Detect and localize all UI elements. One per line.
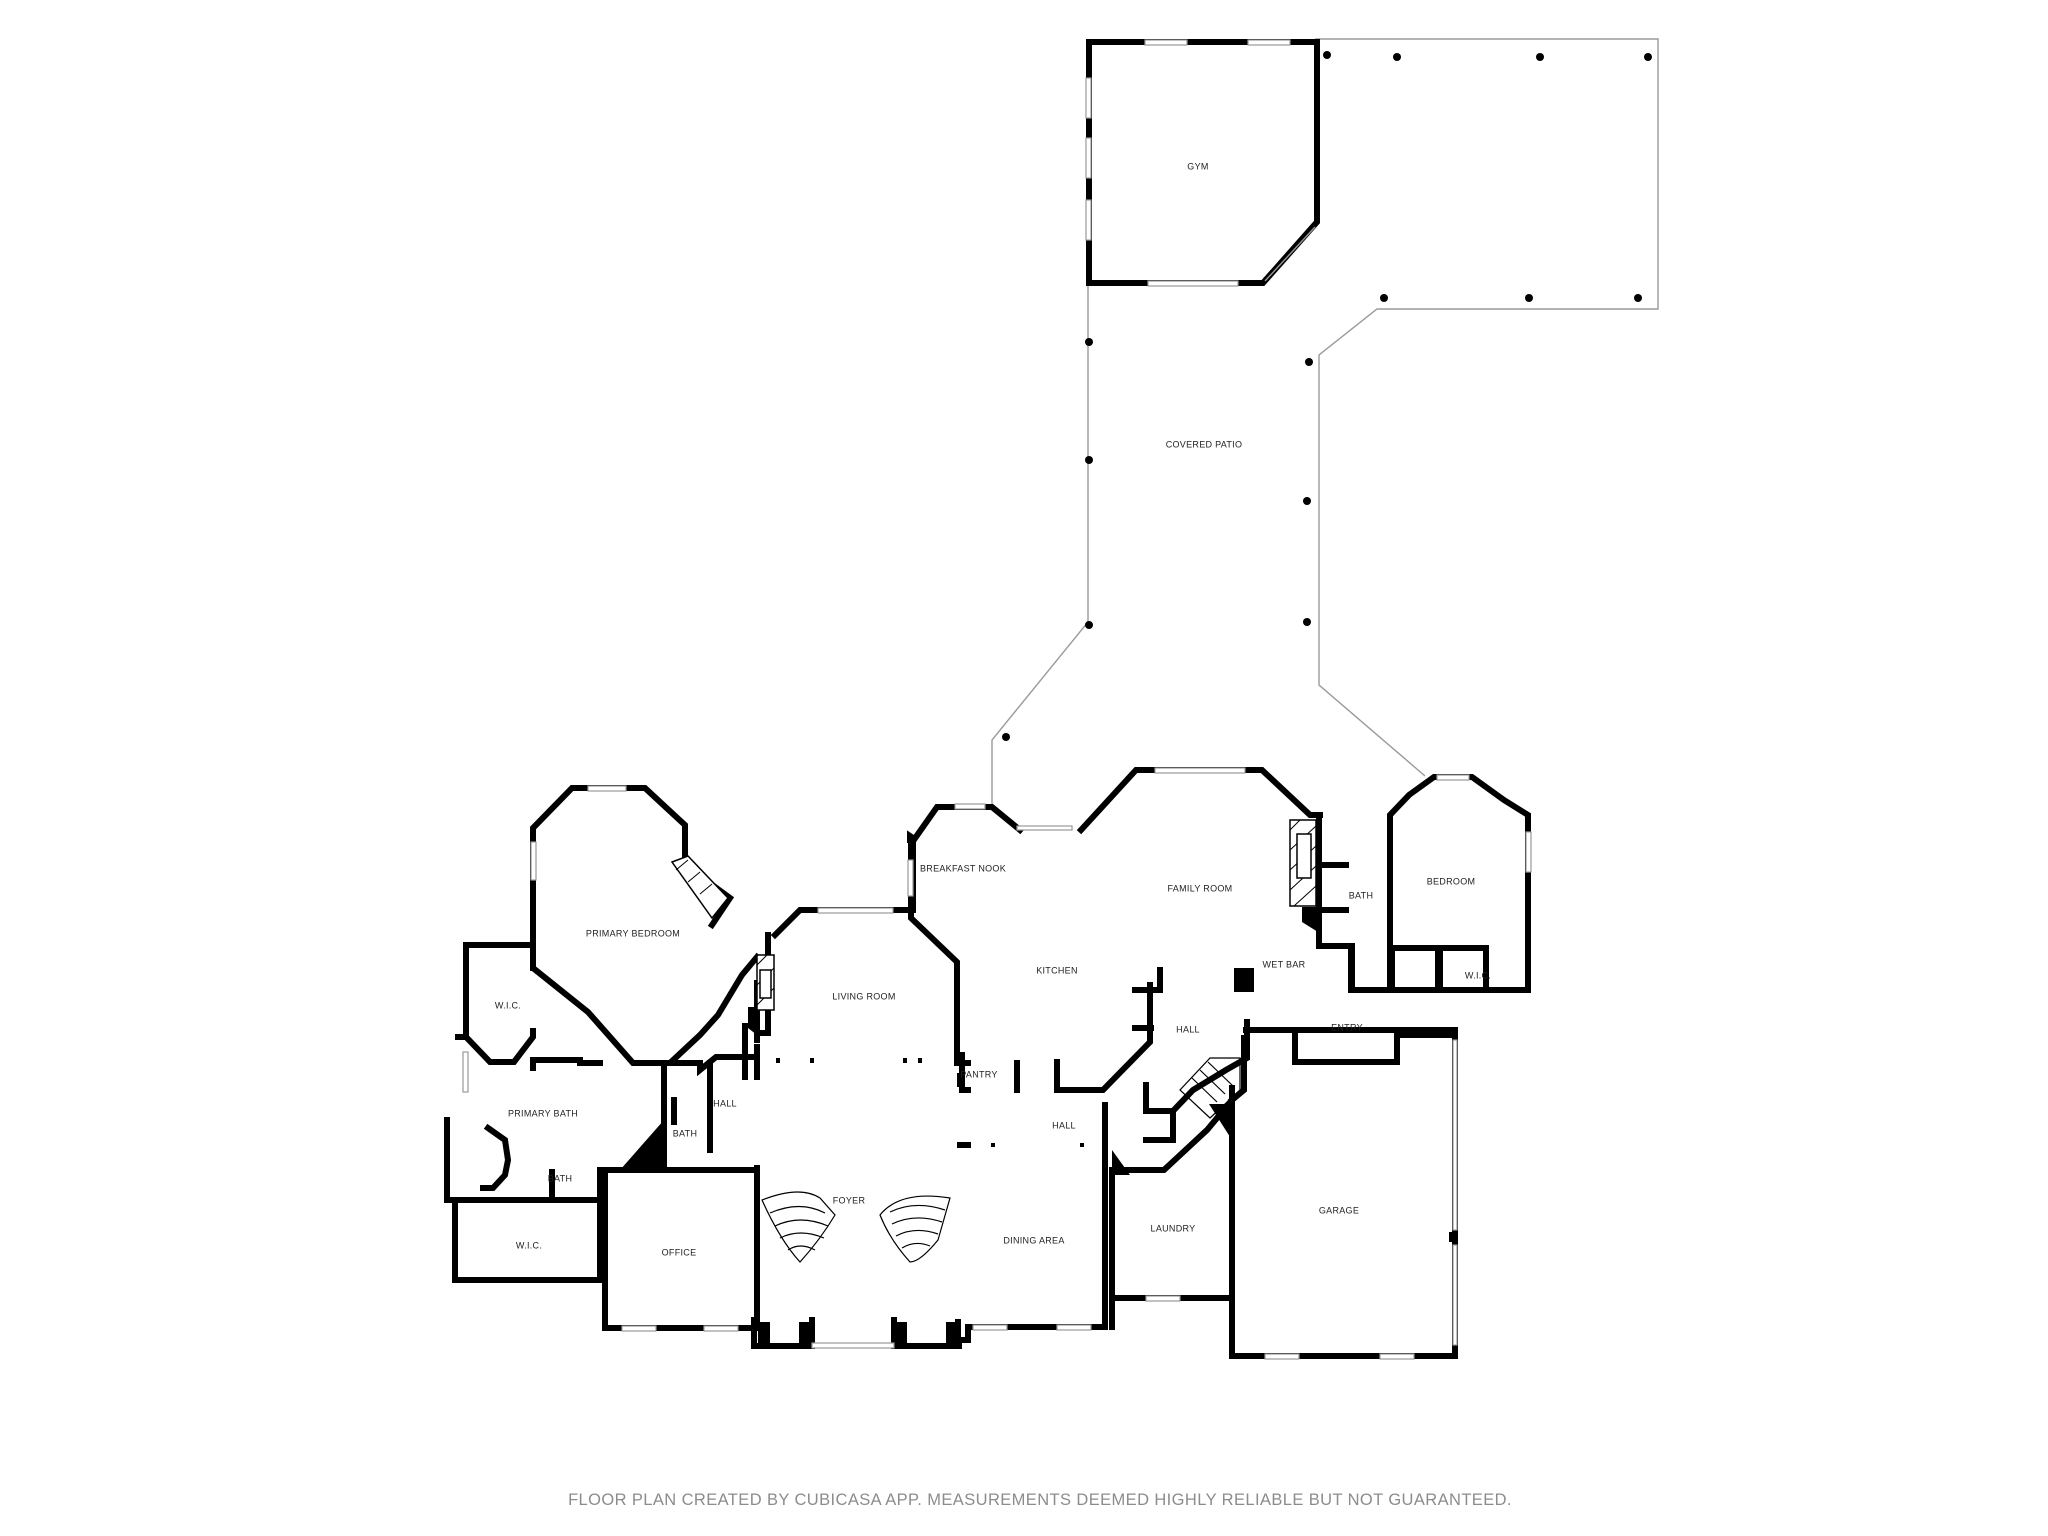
label-garage: GARAGE — [1319, 1205, 1359, 1215]
label-primary-bedroom: PRIMARY BEDROOM — [586, 928, 680, 938]
label-hall-right: HALL — [1176, 1024, 1200, 1034]
label-bath-left: BATH — [673, 1128, 698, 1138]
footer-credit: FLOOR PLAN CREATED BY CUBICASA APP. MEAS… — [568, 1491, 1512, 1509]
fireplaces — [670, 819, 1317, 1011]
label-primary-bath: PRIMARY BATH — [508, 1108, 578, 1118]
label-hall-center: HALL — [1052, 1120, 1076, 1130]
gym-walls — [1085, 39, 1320, 287]
label-bath-small: BATH — [548, 1173, 573, 1183]
patio-outline — [991, 38, 1659, 805]
columns — [776, 1058, 1084, 1147]
label-kitchen: KITCHEN — [1036, 965, 1078, 975]
label-hall-left: HALL — [713, 1098, 737, 1108]
label-foyer: FOYER — [833, 1195, 866, 1205]
label-dining-area: DINING AREA — [1003, 1235, 1064, 1245]
label-covered-patio: COVERED PATIO — [1166, 439, 1243, 449]
label-living-room: LIVING ROOM — [832, 991, 895, 1001]
label-office: OFFICE — [662, 1247, 697, 1257]
label-laundry: LAUNDRY — [1151, 1223, 1196, 1233]
windows — [462, 767, 1532, 1360]
label-breakfast-nook: BREAKFAST NOOK — [920, 863, 1006, 873]
label-bath-right: BATH — [1349, 890, 1374, 900]
label-entry: ENTRY — [1331, 1022, 1363, 1032]
label-pantry: PANTRY — [960, 1069, 997, 1079]
room-labels: GYM COVERED PATIO BREAKFAST NOOK FAMILY … — [495, 161, 1491, 1257]
label-family-room: FAMILY ROOM — [1168, 883, 1233, 893]
label-bedroom: BEDROOM — [1427, 876, 1476, 886]
label-wet-bar: WET BAR — [1263, 959, 1306, 969]
label-wic-left: W.I.C. — [495, 1000, 521, 1010]
label-wic-right: W.I.C. — [1465, 970, 1491, 980]
house-walls — [444, 767, 1531, 1359]
patio-posts — [1002, 51, 1652, 741]
label-wic-bottom: W.I.C. — [516, 1240, 542, 1250]
label-gym: GYM — [1187, 161, 1208, 171]
stairs — [761, 1057, 1241, 1263]
